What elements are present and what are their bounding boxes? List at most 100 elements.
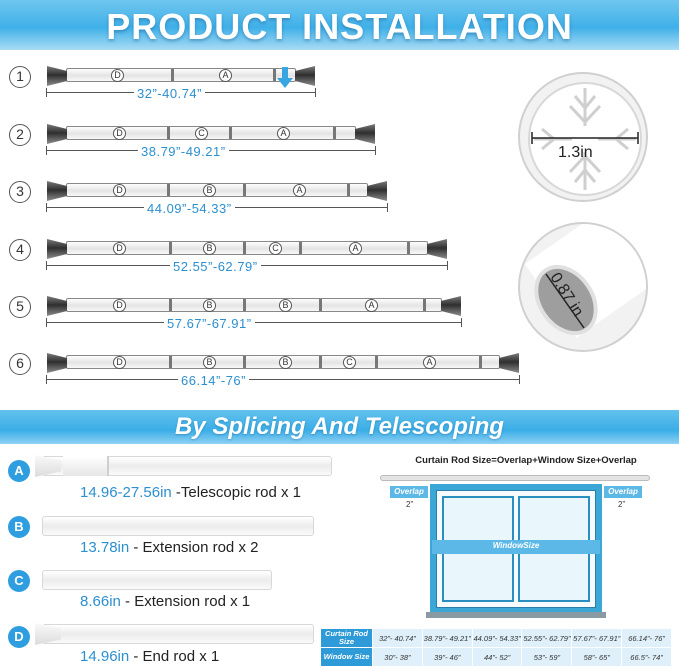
- tube-detail: 0.87 in: [518, 222, 648, 352]
- segment-label: A: [365, 299, 378, 312]
- rod-config-row-2: 2 D C A 38.79”-49.21”: [0, 124, 520, 180]
- segment-label: A: [293, 184, 306, 197]
- segment-label: B: [279, 299, 292, 312]
- rod-assembly: D A: [47, 66, 315, 88]
- part-a-name: -Telescopic rod x 1: [175, 484, 301, 501]
- segment-label: A: [277, 127, 290, 140]
- end-cap-right: [427, 239, 447, 259]
- segment-label: D: [113, 127, 126, 140]
- row-number: 6: [9, 353, 31, 375]
- segment-joint: [243, 299, 246, 311]
- end-cap-detail: 1.3in: [518, 72, 648, 202]
- table-header-rod: Curtain Rod Size: [320, 628, 373, 648]
- size-table: Curtain Rod Size 32”- 40.74” 38.79”- 49.…: [320, 628, 672, 667]
- row-number: 3: [9, 181, 31, 203]
- segment-label: B: [203, 299, 216, 312]
- rod-assembly: D B B A: [47, 296, 461, 316]
- part-d-size: 14.96in: [80, 648, 130, 665]
- table-cell: 39”- 46”: [421, 647, 473, 667]
- segment-label: C: [195, 127, 208, 140]
- row-number: 5: [9, 296, 31, 318]
- segment-label: A: [423, 356, 436, 369]
- window-size-label: WindowSize: [492, 541, 540, 550]
- end-cap-face-icon: [528, 82, 642, 196]
- end-cap-right: [441, 296, 461, 316]
- part-d-name: - End rod x 1: [133, 648, 220, 665]
- diagram-caption: Curtain Rod Size=Overlap+Window Size+Ove…: [415, 455, 637, 466]
- end-cap-left: [47, 124, 67, 144]
- segment-joint: [407, 242, 410, 254]
- table-cell: 30”- 38”: [372, 647, 423, 667]
- part-b-description: 13.78in - Extension rod x 2: [80, 539, 258, 556]
- end-cap-right: [295, 66, 315, 86]
- part-b-name: - Extension rod x 2: [133, 539, 259, 556]
- part-a-size: 14.96-27.56in: [80, 484, 172, 501]
- segment-joint: [273, 69, 276, 81]
- mount-diameter-label: 1.3in: [558, 144, 593, 161]
- segment-joint: [167, 184, 170, 196]
- segment-joint: [479, 356, 482, 368]
- segment-label: D: [113, 242, 126, 255]
- dimension-label: 66.14”-76”: [178, 373, 249, 388]
- segment-joint: [333, 127, 336, 139]
- dimension-label: 32”-40.74”: [134, 86, 205, 101]
- part-badge-d: D: [8, 626, 30, 648]
- rod-config-row-1: 1 D A 32”-40.74”: [0, 66, 520, 122]
- rod-assembly: D B A: [47, 181, 387, 201]
- segment-joint: [243, 184, 246, 196]
- dimension-label: 44.09”-54.33”: [144, 201, 235, 216]
- header-banner: PRODUCT INSTALLATION: [0, 0, 679, 50]
- tube-cross-section-icon: [524, 224, 646, 338]
- part-d-description: 14.96in - End rod x 1: [80, 648, 219, 665]
- end-cap-left: [47, 353, 67, 373]
- end-cap-right: [355, 124, 375, 144]
- part-c-size: 8.66in: [80, 593, 121, 610]
- segment-label: D: [113, 184, 126, 197]
- segment-label: D: [113, 299, 126, 312]
- rod-assembly: D B C A: [47, 239, 447, 259]
- segment-label: B: [203, 242, 216, 255]
- segment-joint: [375, 356, 378, 368]
- part-a-description: 14.96-27.56in -Telescopic rod x 1: [80, 484, 301, 501]
- table-row: Curtain Rod Size 32”- 40.74” 38.79”- 49.…: [320, 628, 672, 648]
- segment-joint: [243, 356, 246, 368]
- rod-config-row-6: 6 D B B C A 66.14”-76”: [0, 353, 520, 409]
- telescopic-rod-image: [35, 455, 332, 477]
- table-cell: 53”- 59”: [521, 647, 573, 667]
- end-rod-d-image: [35, 623, 314, 645]
- dimension-label: 38.79”-49.21”: [138, 144, 229, 159]
- table-header-window: Window Size: [320, 647, 373, 667]
- segment-label: D: [111, 69, 124, 82]
- table-cell: 32”- 40.74”: [372, 628, 423, 648]
- segment-label: B: [203, 356, 216, 369]
- extension-rod-c-image: [42, 570, 272, 590]
- window-sill: [426, 612, 606, 618]
- part-c-name: - Extension rod x 1: [125, 593, 251, 610]
- dimension-line: [46, 375, 520, 384]
- segment-label: A: [349, 242, 362, 255]
- segment-joint: [347, 184, 350, 196]
- dimension-label: 52.55”-62.79”: [170, 259, 261, 274]
- table-cell: 44”- 52”: [471, 647, 523, 667]
- segment-joint: [319, 299, 322, 311]
- part-badge-a: A: [8, 460, 30, 482]
- segment-joint: [299, 242, 302, 254]
- extension-rod-b-image: [42, 516, 314, 536]
- segment-joint: [319, 356, 322, 368]
- segment-label: C: [269, 242, 282, 255]
- rod-config-row-3: 3 D B A 44.09”-54.33”: [0, 181, 520, 237]
- end-cap-left: [47, 66, 67, 86]
- part-b-size: 13.78in: [80, 539, 130, 556]
- part-badge-b: B: [8, 516, 30, 538]
- section-banner: By Splicing And Telescoping: [0, 410, 679, 444]
- table-cell: 66.14”- 76”: [621, 628, 672, 648]
- segment-joint: [171, 69, 174, 81]
- end-cap-left: [47, 296, 67, 316]
- segment-joint: [169, 242, 172, 254]
- overlap-tag-left: Overlap: [390, 486, 428, 498]
- overlap-tag-right: Overlap: [604, 486, 642, 498]
- page-title: PRODUCT INSTALLATION: [106, 6, 573, 47]
- end-cap-left: [47, 239, 67, 259]
- diagram-rod: [380, 475, 650, 481]
- segment-joint: [229, 127, 232, 139]
